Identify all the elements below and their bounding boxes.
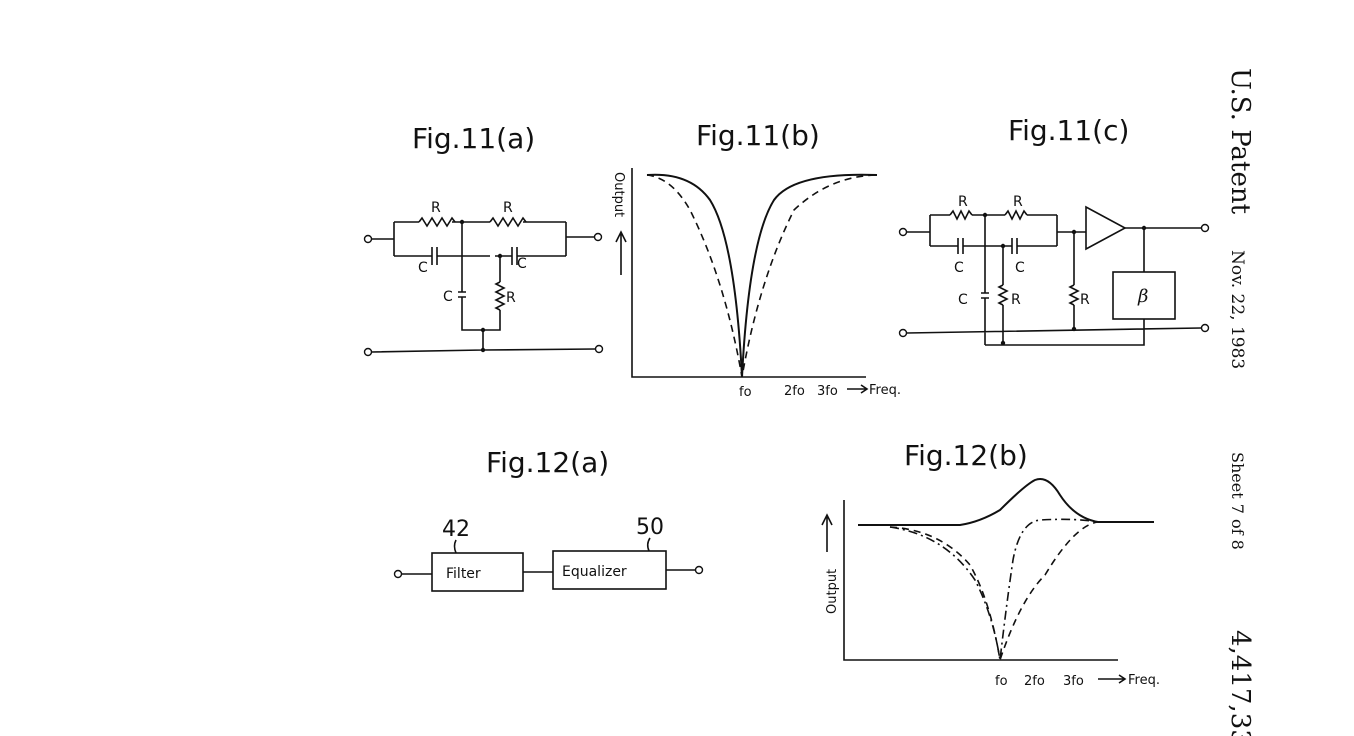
fig11c-title: Fig.11(c): [1008, 114, 1129, 147]
fig11a-c3-label: C: [443, 289, 453, 305]
fig12a-equalizer-block: [552, 550, 667, 590]
fig11b-title: Fig.11(b): [696, 119, 820, 152]
fig11c-resistor-r4: [1068, 284, 1080, 306]
fig11c-r1-label: R: [958, 194, 968, 210]
fig11a-diagram: Fig.11(a) R R R C C C: [363, 122, 604, 357]
fig11b-chart: Fig.11(b) Output fo 2fo 3fo Freq.: [611, 119, 901, 400]
fig12b-axes: [843, 500, 1118, 661]
fig11c-wires: [906, 214, 1202, 346]
fig12a-title: Fig.12(a): [486, 446, 609, 479]
sheet-number: Sheet 7 of 8: [1228, 452, 1247, 550]
fig12b-y-arrow: [821, 513, 833, 552]
fig11b-axes: [631, 168, 866, 378]
fig12a-equalizer-leader: [646, 537, 651, 552]
fig11b-curve-dashed: [646, 174, 878, 378]
fig11a-c2-label: C: [517, 256, 527, 272]
fig11c-ground-in-terminal: [898, 328, 908, 338]
fig12a-output-terminal: [694, 565, 704, 575]
fig12b-curve-dashdot: [889, 518, 1099, 661]
fig11c-r4-label: R: [1080, 292, 1090, 308]
fig12b-xlabel: Freq.: [1128, 673, 1160, 688]
fig12b-curve-solid: [858, 478, 1154, 526]
fig11b-xlabel: Freq.: [869, 383, 901, 398]
fig11c-resistor-r3: [997, 284, 1009, 306]
fig12a-filter-leader: [453, 539, 457, 554]
fig12a-equalizer-ref: 50: [636, 515, 664, 540]
fig11a-ground-out-terminal: [594, 344, 604, 354]
fig11c-ground-out-terminal: [1200, 323, 1210, 333]
fig12a-input-terminal: [393, 569, 403, 579]
fig12b-title: Fig.12(b): [904, 439, 1028, 472]
fig12b-tick-2fo: 2fo: [1024, 674, 1045, 689]
fig11b-tick-3fo: 3fo: [817, 384, 838, 399]
fig11a-input-terminal: [363, 234, 373, 244]
fig11a-title: Fig.11(a): [412, 122, 535, 155]
fig11c-c2-label: C: [1015, 260, 1025, 276]
fig11a-c1-label: C: [418, 260, 428, 276]
fig12b-tick-3fo: 3fo: [1063, 674, 1084, 689]
fig11b-x-arrow: [847, 384, 869, 394]
patent-label: U.S. Patent: [1225, 68, 1255, 215]
fig11c-input-terminal: [898, 227, 908, 237]
fig12a-filter-label: Filter: [446, 566, 481, 582]
fig11a-r1-label: R: [431, 200, 441, 216]
fig12a-diagram: Fig.12(a) Filter Equalizer 42 50: [393, 446, 704, 592]
fig12b-tick-fo: fo: [995, 674, 1008, 689]
fig11c-amplifier-icon: [1085, 205, 1127, 251]
fig11a-wires: [371, 221, 596, 353]
fig11c-capacitor-c2: [1011, 238, 1018, 254]
patent-number: 4,417,33: [1225, 630, 1255, 736]
fig11c-c1-label: C: [954, 260, 964, 276]
fig11c-output-terminal: [1200, 223, 1210, 233]
fig11c-beta-label: β: [1137, 286, 1148, 307]
fig11b-tick-2fo: 2fo: [784, 384, 805, 399]
fig11c-r3-label: R: [1011, 292, 1021, 308]
fig11c-capacitor-c1: [957, 238, 964, 254]
fig11c-r2-label: R: [1013, 194, 1023, 210]
fig11a-ground-in-terminal: [363, 347, 373, 357]
fig11b-ylabel: Output: [611, 172, 626, 217]
fig11a-capacitor-c2: [511, 247, 518, 265]
fig11c-diagram: Fig.11(c) β R R R R C C C: [898, 114, 1210, 346]
fig11a-capacitor-c1: [431, 247, 438, 265]
fig11a-resistor-r3: [494, 281, 506, 311]
fig11b-tick-fo: fo: [739, 385, 752, 400]
fig12b-ylabel: Output: [825, 569, 840, 614]
fig12b-chart: Fig.12(b) Output fo 2fo 3fo Freq.: [821, 439, 1160, 689]
patent-date: Nov. 22, 1983: [1227, 250, 1247, 369]
fig11a-resistor-r1: [418, 216, 456, 228]
fig12b-curve-dashed: [889, 521, 1099, 661]
fig11a-output-terminal: [593, 232, 603, 242]
fig11c-beta-block: [1112, 271, 1176, 320]
fig11c-c3-label: C: [958, 292, 968, 308]
fig11c-resistor-r1: [949, 209, 973, 221]
fig11b-curve-solid: [646, 173, 878, 378]
fig11a-r3-label: R: [506, 290, 516, 306]
fig12a-filter-block: [431, 552, 524, 592]
fig11b-y-arrow: [615, 230, 627, 275]
fig12a-wires: [402, 569, 695, 575]
fig11c-resistor-r2: [1004, 209, 1028, 221]
fig12a-filter-ref: 42: [442, 517, 470, 542]
fig12a-equalizer-label: Equalizer: [562, 564, 627, 580]
fig11a-resistor-r2: [489, 216, 527, 228]
fig11a-r2-label: R: [503, 200, 513, 216]
patent-sidebar: U.S. Patent Nov. 22, 1983 Sheet 7 of 8 4…: [1225, 68, 1255, 736]
fig12b-x-arrow: [1098, 674, 1127, 684]
